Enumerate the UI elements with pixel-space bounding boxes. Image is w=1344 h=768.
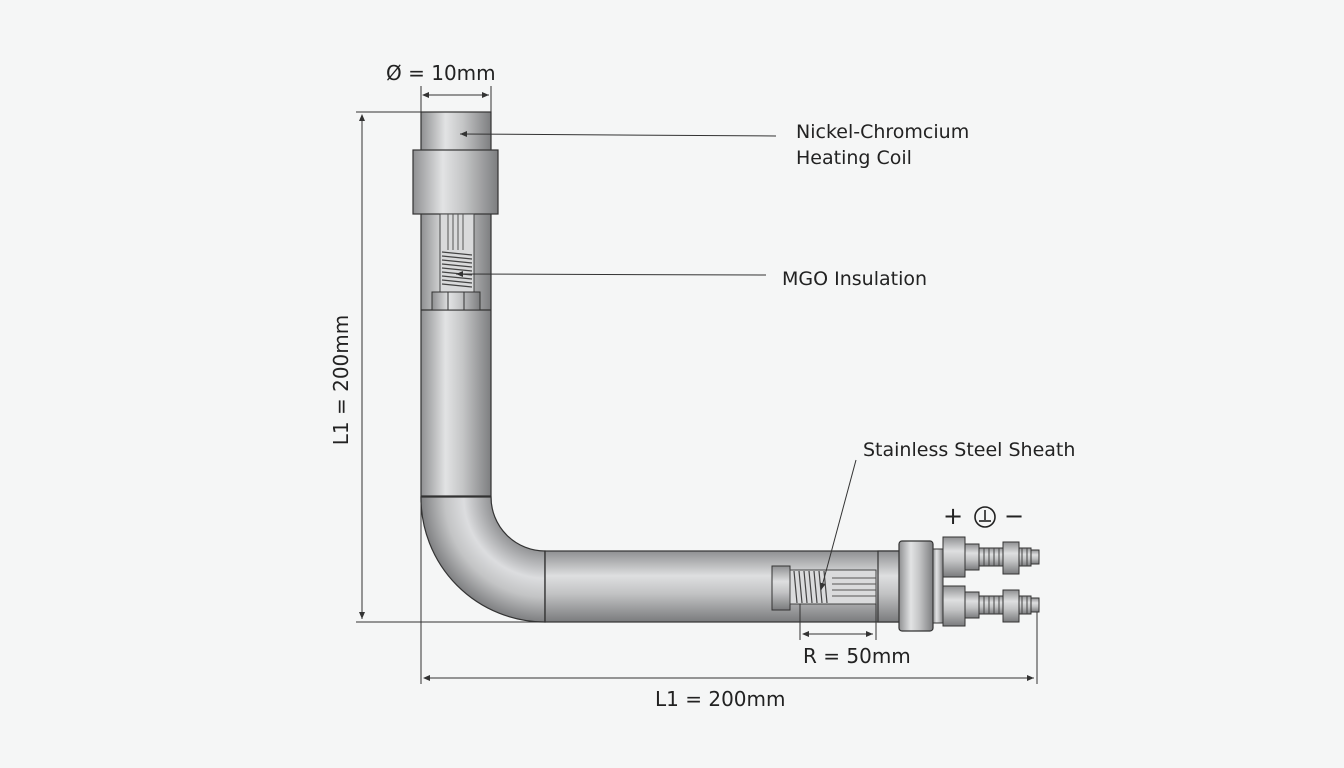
horizontal-length-label: L1 = 200mm xyxy=(655,687,786,711)
vertical-cutaway xyxy=(431,213,481,311)
terminal-stud-top xyxy=(942,536,1040,578)
terminal-stud-bottom xyxy=(942,585,1040,627)
terminal-plus-label: + xyxy=(943,502,964,530)
coil-label-line2: Heating Coil xyxy=(796,147,912,169)
horizontal-cutaway xyxy=(771,565,877,611)
ground-icon xyxy=(974,506,996,528)
insulation-label: MGO Insulation xyxy=(782,268,928,290)
vertical-length-dimension xyxy=(356,111,545,623)
sheath-leader xyxy=(819,459,857,591)
coil-leader xyxy=(459,131,777,138)
radius-label: R = 50mm xyxy=(803,644,911,668)
diameter-dimension xyxy=(420,86,492,112)
insulation-leader xyxy=(455,271,767,278)
coil-label-line1: Nickel-Chromcium xyxy=(796,121,970,143)
horizontal-length-dimension xyxy=(420,500,1038,684)
diameter-label: Ø = 10mm xyxy=(386,61,496,85)
tube-bend xyxy=(420,496,546,623)
top-collar xyxy=(412,149,499,215)
terminal-minus-label: − xyxy=(1004,502,1025,530)
terminal-block xyxy=(877,540,944,632)
radius-dimension xyxy=(799,604,877,640)
sheath-label: Stainless Steel Sheath xyxy=(863,439,1076,461)
vertical-length-label: L1 = 200mm xyxy=(329,314,353,446)
